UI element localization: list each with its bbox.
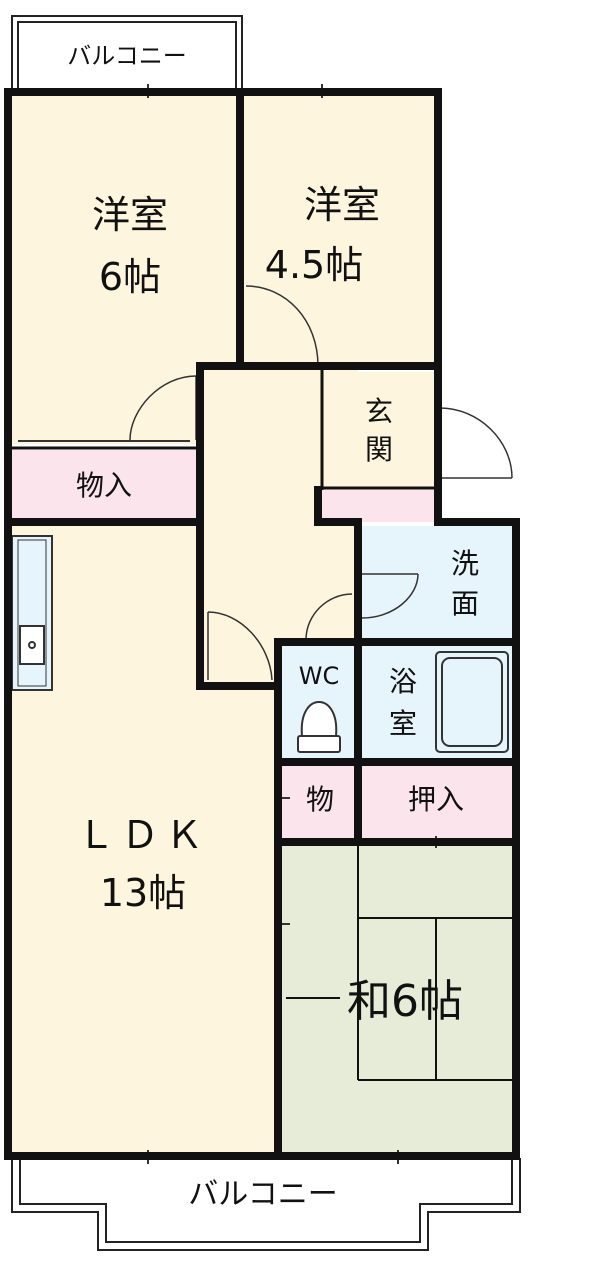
entrance-label-1: 玄: [364, 395, 393, 428]
balcony-bottom-label: バルコニー: [188, 1177, 338, 1212]
balcony-top: [11, 15, 243, 93]
storage-1-fill: [8, 450, 200, 522]
room-western-2-fill: [240, 92, 436, 366]
storage-2-label: 物: [305, 783, 334, 816]
walls: [4, 88, 520, 1160]
ldk-name: ＬＤＫ: [76, 813, 209, 857]
tatami-lines: [286, 840, 514, 1081]
thin-walls: [8, 370, 436, 490]
door-swings: [129, 285, 513, 681]
balcony-top-label: バルコニー: [67, 42, 187, 70]
washroom-label-1: 洗: [450, 547, 479, 580]
room-western-2-name: 洋室: [303, 183, 380, 227]
washroom-fill: [358, 526, 514, 642]
wc-label: WC: [298, 662, 340, 690]
entrance-label-2: 関: [364, 433, 393, 466]
closet-label: 押入: [407, 783, 464, 816]
entrance-pink: [322, 490, 436, 522]
balcony-bottom: [11, 1158, 521, 1251]
entrance-fill: [322, 372, 436, 490]
storage-2-fill: [280, 762, 358, 840]
room-western-1-name: 洋室: [91, 193, 168, 237]
room-western-2-size: 4.5帖: [264, 243, 364, 287]
bathtub: [435, 651, 509, 753]
washroom-label-2: 面: [450, 587, 479, 620]
closet-fill: [358, 762, 514, 840]
bath-label-2: 室: [388, 707, 417, 740]
kitchen-counter: [11, 535, 53, 691]
storage-1-label: 物入: [75, 469, 132, 502]
ldk-size: 13帖: [99, 871, 187, 915]
bath-label-1: 浴: [388, 665, 417, 698]
room-western-1-size: 6帖: [98, 255, 162, 299]
washitsu-label: 和6帖: [347, 976, 463, 1027]
toilet: [297, 700, 341, 753]
